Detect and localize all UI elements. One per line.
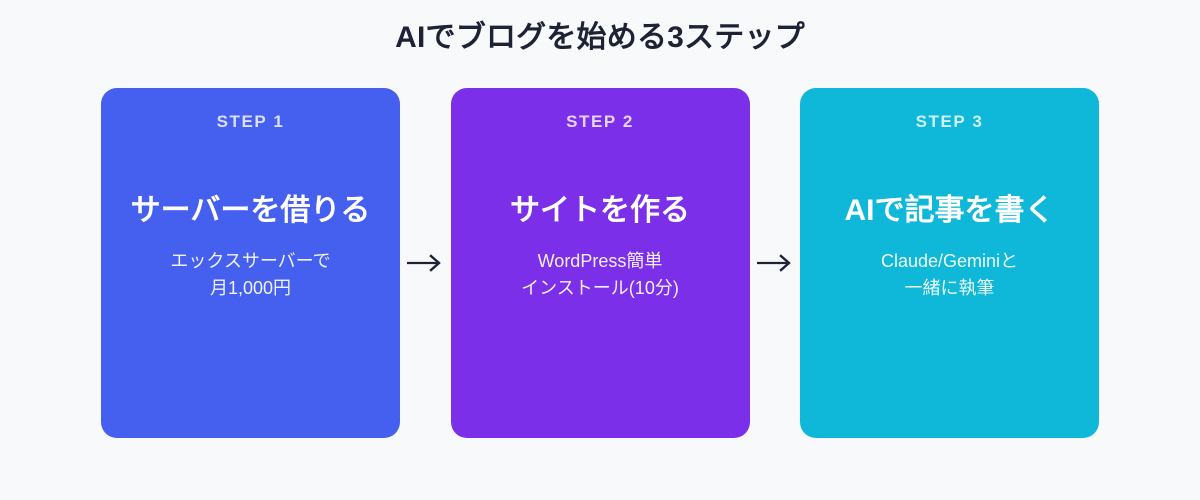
arrow-right-icon-2 — [750, 243, 800, 283]
step-description-2: WordPress簡単 インストール(10分) — [521, 248, 679, 302]
step-card-1[interactable]: STEP 1 サーバーを借りる エックスサーバーで 月1,000円 — [101, 88, 400, 438]
step-title-3: AIで記事を書く — [844, 194, 1055, 227]
step-description-3-line-2: 一緒に執筆 — [904, 278, 995, 298]
step-label-2: STEP 2 — [566, 112, 634, 131]
step-title-1: サーバーを借りる — [130, 194, 371, 227]
step-card-2[interactable]: STEP 2 サイトを作る WordPress簡単 インストール(10分) — [450, 88, 750, 438]
steps-flow-row: STEP 1 サーバーを借りる エックスサーバーで 月1,000円 STEP 2… — [101, 88, 1099, 438]
step-description-3-line-1: Claude/Geminiと — [880, 251, 1019, 271]
step-label-1: STEP 1 — [216, 112, 285, 131]
step-description-1-line-1: エックスサーバーで — [170, 251, 331, 271]
step-description-2-line-2: インストール(10分) — [521, 278, 679, 298]
page-title: AIでブログを始める3ステップ — [395, 21, 805, 54]
step-label-3: STEP 3 — [915, 112, 984, 131]
step-card-3[interactable]: STEP 3 AIで記事を書く Claude/Geminiと 一緒に執筆 — [800, 88, 1099, 438]
step-description-2-line-1: WordPress簡単 — [537, 251, 663, 271]
arrow-right-icon-1 — [400, 243, 450, 283]
step-description-1: エックスサーバーで 月1,000円 — [170, 248, 330, 302]
step-description-3: Claude/Geminiと 一緒に執筆 — [881, 248, 1018, 302]
step-title-2: サイトを作る — [510, 194, 690, 227]
step-description-1-line-2: 月1,000円 — [209, 278, 292, 298]
